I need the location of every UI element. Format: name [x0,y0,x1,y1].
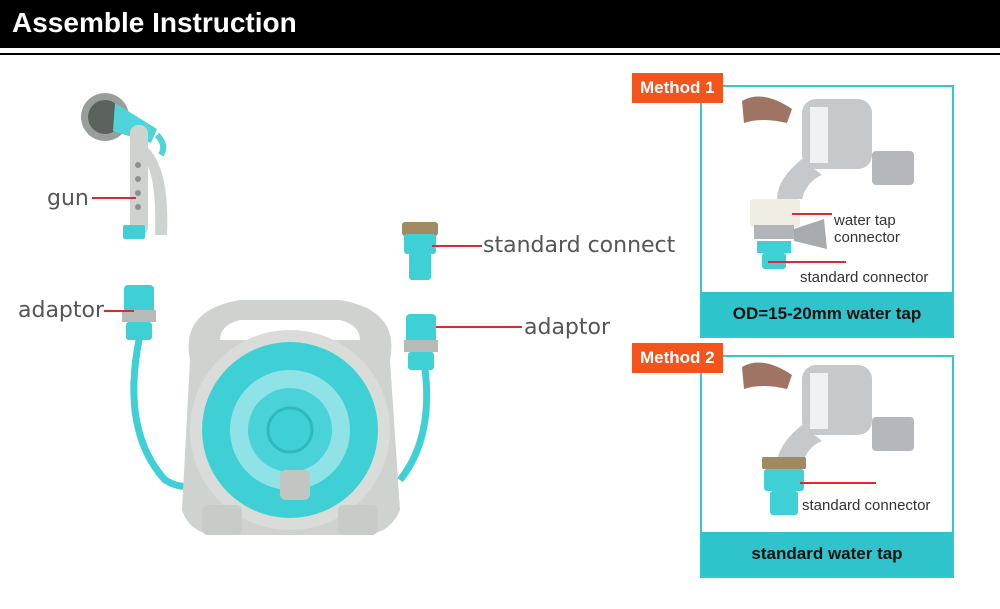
water-tap-connector-label: water tap connector [834,212,900,246]
standard-connector-label-1: standard connector [800,269,929,286]
water-tap-illustration [742,96,914,269]
header-bar: Assemble Instruction [0,0,1000,48]
standard-connect-leader-line [432,245,482,247]
gun-label: gun [47,186,89,211]
header-divider [0,53,1000,55]
method-1-tag: Method 1 [632,73,723,103]
standard-connect-illustration [402,222,438,280]
spray-gun-illustration [81,93,168,239]
hose-reel-illustration [122,285,438,535]
water-tap-connector-leader-line [792,213,832,215]
adaptor-right-leader-line [436,326,522,328]
adaptor-left-leader-line [104,310,134,312]
adaptor-right-label: adaptor [524,315,611,340]
standard-connector-label-2: standard connector [802,497,931,514]
method-1-panel: water tap connector standard connector O… [700,85,954,338]
method-2-tag: Method 2 [632,343,723,373]
method-2-footer: standard water tap [702,532,952,576]
water-tap-illustration [742,362,914,515]
adaptor-left-label: adaptor [18,298,105,323]
gun-leader-line [92,197,136,199]
page-title: Assemble Instruction [12,7,297,38]
standard-connector-leader-line-1 [768,261,846,263]
standard-connector-leader-line-2 [800,482,876,484]
method-2-panel: standard connector standard water tap [700,355,954,578]
standard-connect-label: standard connect [483,233,676,258]
method-1-footer: OD=15-20mm water tap [702,292,952,336]
